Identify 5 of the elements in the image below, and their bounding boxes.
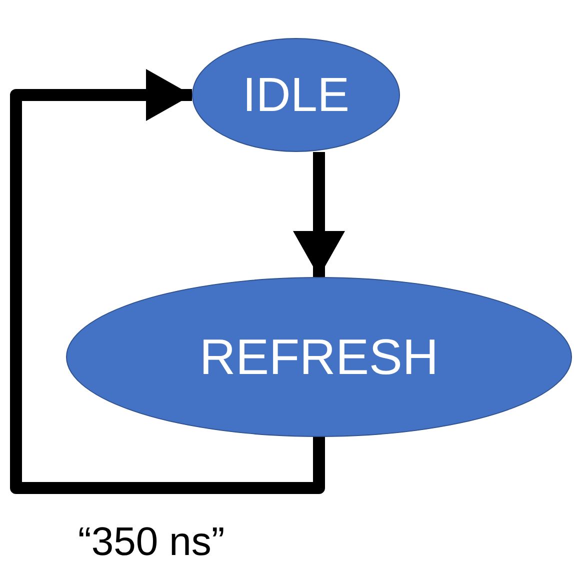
- arrow: [10, 69, 325, 494]
- state-label: REFRESH: [200, 328, 438, 386]
- state-label: IDLE: [242, 68, 350, 122]
- arrow: [293, 152, 345, 277]
- duration-note: “350 ns”: [78, 520, 225, 565]
